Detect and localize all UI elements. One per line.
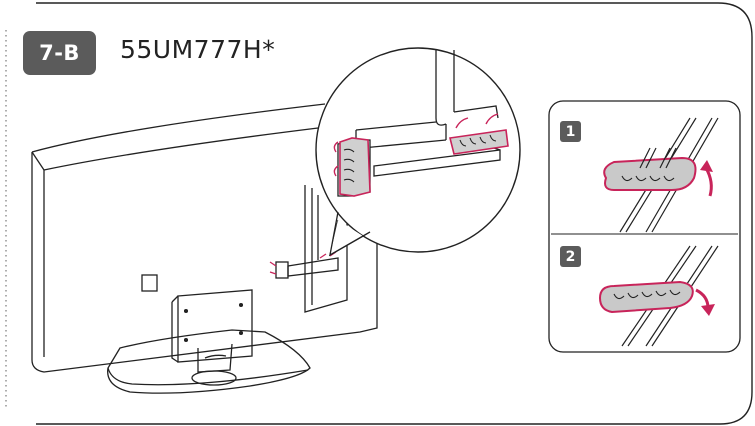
zoom-callout [315, 47, 521, 257]
zoom-arrows [333, 113, 499, 177]
step-2-badge: 2 [560, 246, 581, 267]
zoom-right-clip [449, 129, 509, 155]
step2-illustration [598, 245, 719, 347]
tv-back-view [31, 103, 378, 394]
zoom-left-clip [339, 137, 371, 197]
step-code-badge: 7-B [23, 31, 96, 75]
step1-illustration [603, 117, 719, 233]
model-name: 55UM777H* [120, 35, 276, 64]
page-frame [36, 2, 753, 425]
step-1-badge: 1 [560, 121, 581, 142]
